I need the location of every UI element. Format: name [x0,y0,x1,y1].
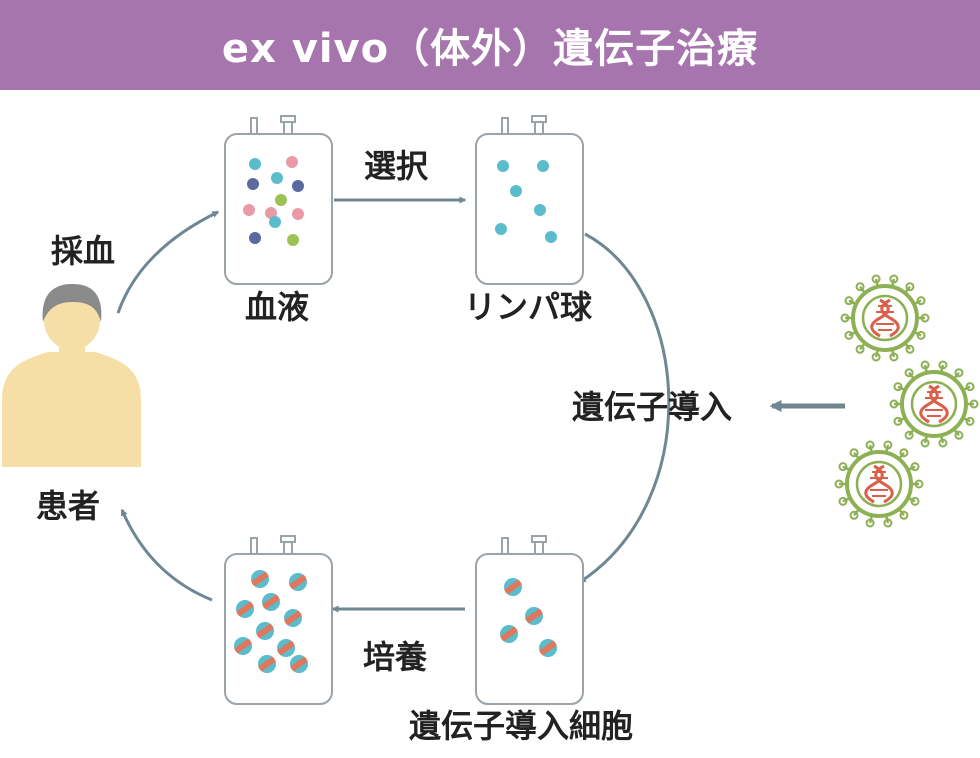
transduced-cell-bag [475,535,584,705]
title-banner: ex vivo（体外）遺伝子治療 [0,0,980,90]
page-title: ex vivo（体外）遺伝子治療 [221,26,759,72]
label-blood: 血液 [245,288,309,326]
arrow-return [120,508,213,602]
lymphocyte-bag [475,115,584,285]
label-lymphocytes: リンパ球 [464,288,593,326]
label-patient: 患者 [36,487,100,525]
arrow-transduction [578,232,671,584]
blood-bag [224,115,333,285]
blood-cells [243,156,304,246]
arrow-collect [116,210,220,314]
label-culture: 培養 [363,638,427,676]
label-select: 選択 [364,147,429,185]
label-transduction: 遺伝子導入 [572,388,732,426]
cultured-cell-bag [224,535,333,705]
label-transduced-cells: 遺伝子導入細胞 [409,707,633,745]
patient-icon [2,284,141,467]
lymphocytes [495,160,557,243]
label-collect: 採血 [51,232,115,270]
virus-vector-icon [833,273,980,529]
